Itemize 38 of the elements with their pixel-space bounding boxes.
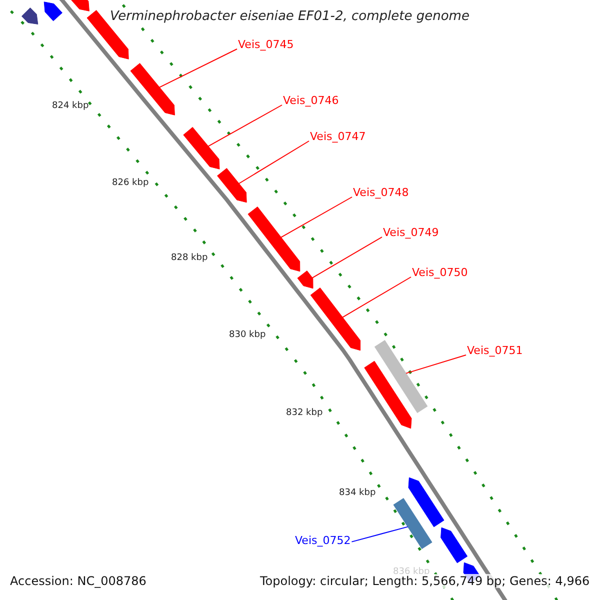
gene-block <box>364 360 412 429</box>
leader-line <box>351 526 408 542</box>
gene-label: Veis_0752 <box>295 534 351 547</box>
gene-block <box>374 340 428 414</box>
tick-label: 828 kbp <box>171 253 208 263</box>
gene-block <box>217 168 247 203</box>
leader-line <box>238 140 310 184</box>
tick-label: 830 kbp <box>229 330 266 340</box>
gene-block <box>44 2 62 22</box>
tick-label: 826 kbp <box>112 178 149 188</box>
gene-label: Veis_0750 <box>412 266 468 279</box>
gene-label: Veis_0748 <box>353 186 409 199</box>
gene-block <box>310 288 361 351</box>
gene-block <box>183 126 220 170</box>
gene-block <box>248 206 300 272</box>
gene-label: Veis_0751 <box>467 344 523 357</box>
accession-note: Accession: NC_008786 <box>10 574 146 588</box>
gene-block <box>130 63 175 116</box>
leader-line <box>312 236 382 278</box>
gene-label: Veis_0745 <box>238 38 294 51</box>
leader-line <box>159 48 238 88</box>
gene-label: Veis_0746 <box>283 94 339 107</box>
gene-block <box>21 8 38 24</box>
tick-label: 834 kbp <box>339 488 376 498</box>
genome-summary: Topology: circular; Length: 5,566,749 bp; Genes: 4,966 <box>260 574 590 588</box>
gene-label: Veis_0749 <box>383 226 439 239</box>
leader-line <box>280 196 352 238</box>
leader-line <box>342 276 412 318</box>
tick-label: 832 kbp <box>286 408 323 418</box>
gene-block <box>440 527 468 564</box>
gene-block <box>297 270 314 289</box>
leader-line <box>208 104 282 147</box>
leader-line <box>406 354 466 374</box>
map-title: Verminephrobacter eiseniae EF01-2, complete genome <box>110 9 470 24</box>
tick-label: 824 kbp <box>52 101 89 111</box>
gene-block <box>393 498 432 550</box>
gene-label: Veis_0747 <box>310 130 366 143</box>
gene-block <box>408 477 444 528</box>
